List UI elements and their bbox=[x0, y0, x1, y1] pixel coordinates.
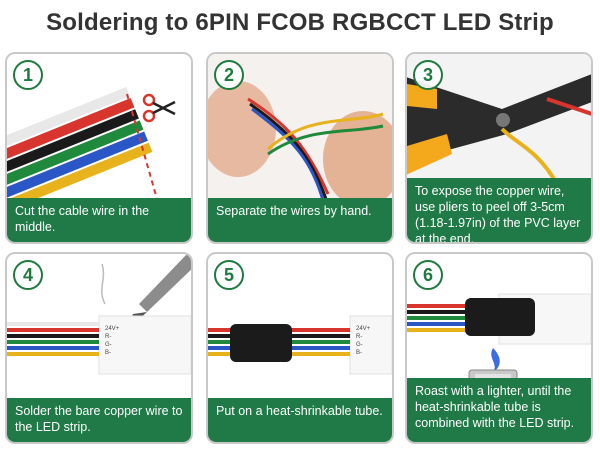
scissors-icon bbox=[142, 93, 176, 123]
step-card-6: 6 Roast with a lighter, until the heat-s… bbox=[405, 252, 593, 444]
wire-stripper-icon bbox=[407, 74, 591, 175]
solder-illustration: 24V+ R- G- B- bbox=[7, 254, 191, 375]
step-number-1: 1 bbox=[13, 60, 43, 90]
flat-cable bbox=[7, 86, 153, 212]
roast-illustration bbox=[407, 293, 591, 393]
heat-shrink-illustration: 24V+ R- G- B- bbox=[208, 315, 392, 375]
right-hand bbox=[323, 111, 392, 207]
cut-cable-illustration bbox=[7, 86, 176, 212]
led-strip bbox=[98, 315, 191, 375]
step-number-4: 4 bbox=[13, 260, 43, 290]
step-number-6: 6 bbox=[413, 260, 443, 290]
page-title: Soldering to 6PIN FCOB RGBCCT LED Strip bbox=[46, 9, 554, 36]
strip-label-b: B- bbox=[105, 350, 111, 356]
step-caption-3: To expose the copper wire, use pliers to… bbox=[407, 178, 591, 242]
step-card-1: 1 Cut the cable wire in the middle. bbox=[5, 52, 193, 244]
strip-label-r: R- bbox=[105, 334, 111, 340]
step-caption-5: Put on a heat-shrinkable tube. bbox=[208, 398, 392, 442]
heat-shrink-tube-icon bbox=[230, 324, 292, 362]
step-number-5: 5 bbox=[214, 260, 244, 290]
strip-label-24v: 24V+ bbox=[356, 326, 371, 332]
step-caption-4: Solder the bare copper wire to the LED s… bbox=[7, 398, 191, 442]
strip-label-24v: 24V+ bbox=[105, 326, 120, 332]
step-card-3: 3 To expose the copper wire, use pliers … bbox=[405, 52, 593, 244]
step-number-2: 2 bbox=[214, 60, 244, 90]
cut-line bbox=[126, 93, 158, 200]
led-strip bbox=[349, 315, 392, 375]
step-caption-1: Cut the cable wire in the middle. bbox=[7, 198, 191, 242]
strip-label-g: G- bbox=[105, 342, 112, 348]
step-number-3: 3 bbox=[413, 60, 443, 90]
step-caption-2: Separate the wires by hand. bbox=[208, 198, 392, 242]
strip-label-b: B- bbox=[356, 350, 362, 356]
step-card-5: 5 24V+ R- G- B- Put on a heat-shrinkable… bbox=[206, 252, 394, 444]
step-card-4: 4 24V+ R- G- B- Solder the bare copper w… bbox=[5, 252, 193, 444]
step-card-2: 2 Separate the wires by hand. bbox=[206, 52, 394, 244]
heat-shrink-tube bbox=[465, 298, 535, 336]
strip-label-r: R- bbox=[356, 334, 362, 340]
strip-label-g: G- bbox=[356, 342, 363, 348]
step-caption-6: Roast with a lighter, until the heat-shr… bbox=[407, 378, 591, 442]
